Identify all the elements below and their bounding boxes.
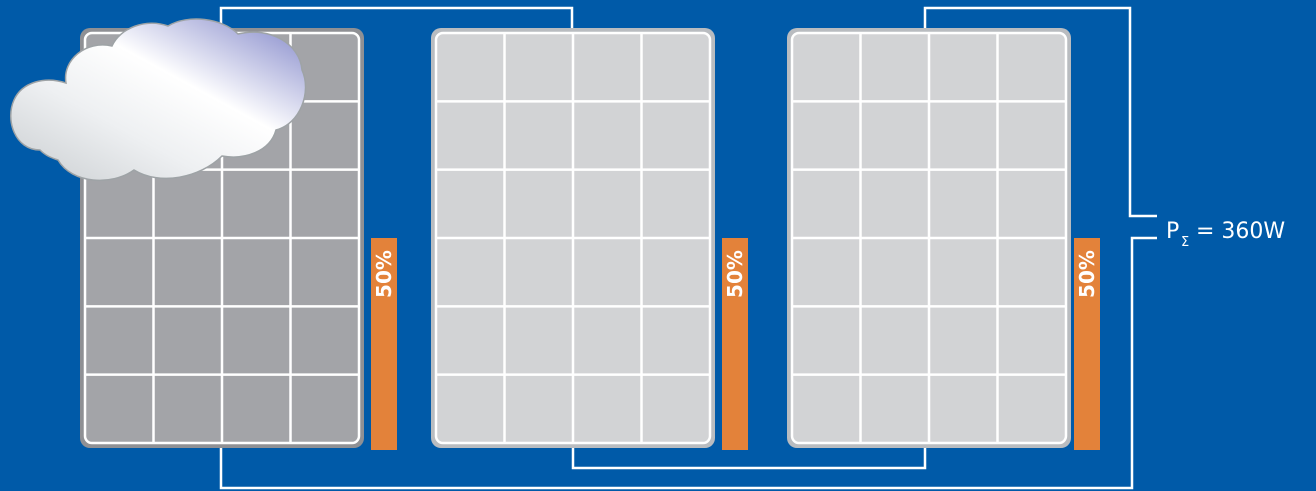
output-bar-label-2: 50% [723,250,747,298]
output-bar-2 [722,238,748,450]
wire-top-3-out [923,6,1157,218]
output-bar-3 [1074,238,1100,450]
total-power-symbol: P [1166,219,1179,244]
output-bar-label-3: 50% [1075,250,1099,298]
cloud-icon [10,18,307,182]
solar-panel-3: 50% [787,28,1100,450]
wire-top-1-2 [219,6,574,30]
total-power-label: P Σ = 360W [1166,219,1285,250]
total-power-value: = 360W [1196,219,1285,244]
output-bar-1 [371,238,397,450]
total-power-subscript: Σ [1181,235,1189,250]
wire-bottom-2-3 [571,447,927,470]
solar-panel-2: 50% [431,28,748,450]
output-bar-label-1: 50% [372,250,396,298]
wiring [219,6,1157,490]
wire-bottom-1-out [219,236,1157,490]
